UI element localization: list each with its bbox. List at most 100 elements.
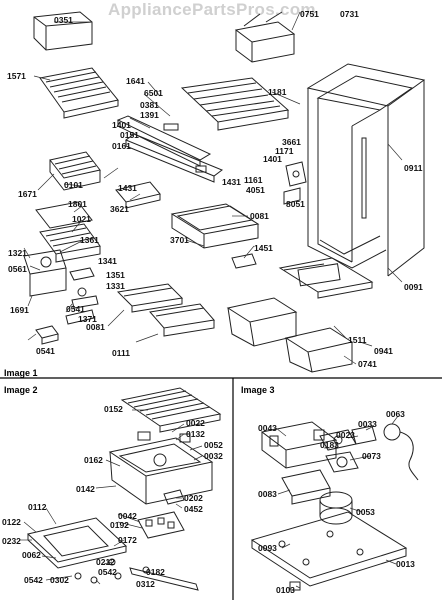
part-label: 0142 — [76, 484, 95, 494]
part-label: 0112 — [28, 502, 47, 512]
part-label: 1361 — [80, 235, 99, 245]
part-label: 0192 — [110, 520, 129, 530]
part-label: 3701 — [170, 235, 189, 245]
part-label: 3621 — [110, 204, 129, 214]
part-shelf-glass-0152 — [120, 387, 222, 433]
part-label: 0122 — [2, 517, 21, 527]
part-label: 0542 — [24, 575, 43, 585]
section-label-image2: Image 2 — [4, 385, 38, 395]
part-small-brackets — [65, 267, 99, 325]
part-fan-0073 — [325, 451, 359, 473]
part-label: 0152 — [104, 404, 123, 414]
part-label: 1331 — [106, 281, 125, 291]
part-label: 0043 — [258, 423, 277, 433]
part-label: 0302 — [50, 575, 69, 585]
part-crisper-cover — [180, 77, 290, 131]
part-label: 1351 — [106, 270, 125, 280]
part-label: 0452 — [184, 504, 203, 514]
part-wire-harness-0063 — [383, 423, 419, 481]
part-label: 1171 — [275, 146, 294, 156]
part-small-bracket-0081 — [231, 253, 257, 269]
part-label: 0381 — [140, 100, 159, 110]
part-deli-drawer — [170, 203, 260, 249]
part-label: 0103 — [276, 585, 295, 595]
part-label: 0941 — [374, 346, 393, 356]
section-label-image3: Image 3 — [241, 385, 275, 395]
part-label: 0202 — [184, 493, 203, 503]
part-fan-motor-0053 — [319, 491, 353, 525]
leader-lines-image1 — [23, 11, 403, 365]
part-label: 1401 — [263, 154, 282, 164]
part-control-housing-0132 — [108, 431, 214, 505]
part-label: 0151 — [120, 130, 139, 140]
part-label: 0212 — [96, 557, 115, 567]
part-label: 0312 — [136, 579, 155, 589]
section-label-image1: Image 1 — [4, 368, 38, 378]
part-shelf-lower-2 — [149, 303, 215, 337]
part-label: 4051 — [246, 185, 265, 195]
part-label: 0161 — [112, 141, 131, 151]
part-label: 0081 — [250, 211, 269, 221]
part-label: 6501 — [144, 88, 163, 98]
part-label: 0032 — [204, 451, 223, 461]
part-fan-assembly — [23, 249, 67, 297]
part-label: 0033 — [358, 419, 377, 429]
part-label: 1451 — [254, 243, 273, 253]
part-label: 0083 — [258, 489, 277, 499]
part-thermostat-0033 — [351, 425, 377, 445]
part-shelf-lower-1 — [116, 283, 184, 313]
part-label: 0093 — [258, 543, 277, 553]
part-wire-basket — [49, 151, 101, 191]
part-label: 1571 — [7, 71, 26, 81]
part-ice-tray — [234, 11, 296, 63]
part-label: 0081 — [86, 322, 105, 332]
part-label: 8051 — [286, 199, 305, 209]
part-label: 0232 — [2, 536, 21, 546]
part-screws-0542 — [74, 558, 122, 584]
part-label: 0172 — [118, 535, 137, 545]
leader-lines-image3 — [275, 415, 399, 589]
part-crisper-bin-right — [284, 327, 354, 373]
part-label: 0741 — [358, 359, 377, 369]
part-label: 0111 — [112, 348, 130, 358]
part-label: 0182 — [146, 567, 165, 577]
part-label: 1371 — [78, 314, 97, 324]
part-cabinet-liner — [306, 63, 426, 277]
part-foot-bracket — [35, 325, 59, 345]
part-bin-top — [33, 11, 93, 51]
part-bracket-0202 — [163, 489, 185, 505]
part-label: 0042 — [118, 511, 137, 521]
part-hinge-bracket — [283, 161, 307, 205]
part-label: 1801 — [68, 199, 87, 209]
part-label: 0023 — [336, 430, 355, 440]
part-label: 0053 — [356, 507, 375, 517]
part-label: 1511 — [348, 335, 367, 345]
part-shelf-rail — [116, 115, 224, 183]
part-label: 0091 — [404, 282, 423, 292]
part-control-housing — [35, 201, 101, 263]
part-label: 1021 — [72, 214, 91, 224]
part-label: 1431 — [118, 183, 137, 193]
part-label: 0542 — [98, 567, 117, 577]
part-cover-0083 — [281, 469, 331, 505]
part-label: 1401 — [112, 120, 131, 130]
part-crisper-bin-left — [226, 297, 298, 347]
part-label: 0183 — [320, 440, 339, 450]
part-base-0112 — [26, 517, 128, 569]
part-label: 0022 — [186, 418, 205, 428]
part-label: 0541 — [66, 304, 85, 314]
part-label: 0351 — [54, 15, 73, 25]
part-label: 1181 — [268, 87, 287, 97]
part-base-plate-0013 — [250, 511, 408, 587]
part-label: 1641 — [126, 76, 145, 86]
part-label: 0731 — [340, 9, 359, 19]
part-label: 0911 — [404, 163, 423, 173]
part-label: 1161 — [244, 175, 263, 185]
part-label: 1691 — [10, 305, 29, 315]
part-label: 0063 — [386, 409, 405, 419]
part-small-0103 — [289, 581, 301, 591]
part-label: 1671 — [18, 189, 37, 199]
leader-lines-image2 — [20, 409, 203, 585]
